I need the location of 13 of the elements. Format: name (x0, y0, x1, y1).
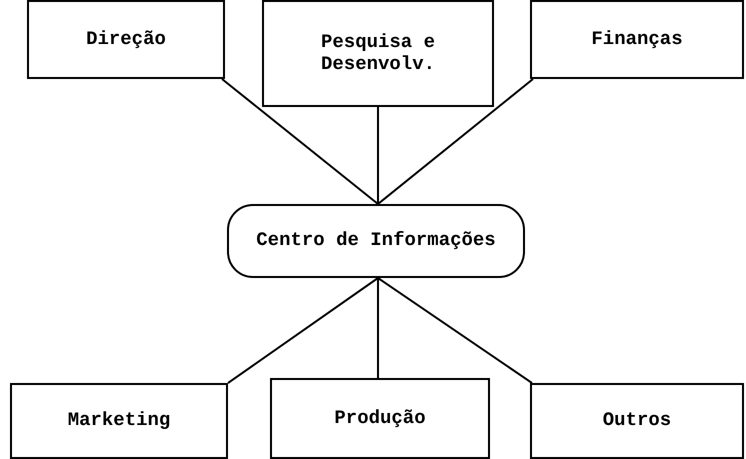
process-box: Direção (27, 0, 225, 79)
process-box: Marketing (10, 383, 228, 459)
connector-line (227, 277, 379, 384)
process-box: Pesquisa e Desenvolv. (262, 0, 494, 107)
connector-line (377, 107, 379, 204)
connector-line (377, 278, 379, 378)
process-box: Finanças (530, 0, 744, 79)
connector-line (377, 277, 533, 384)
process-box: Outros (530, 383, 744, 459)
process-box: Produção (270, 378, 490, 459)
connector-line (377, 78, 534, 205)
connector-line (221, 78, 379, 205)
rounded-box: Centro de Informações (227, 204, 525, 278)
